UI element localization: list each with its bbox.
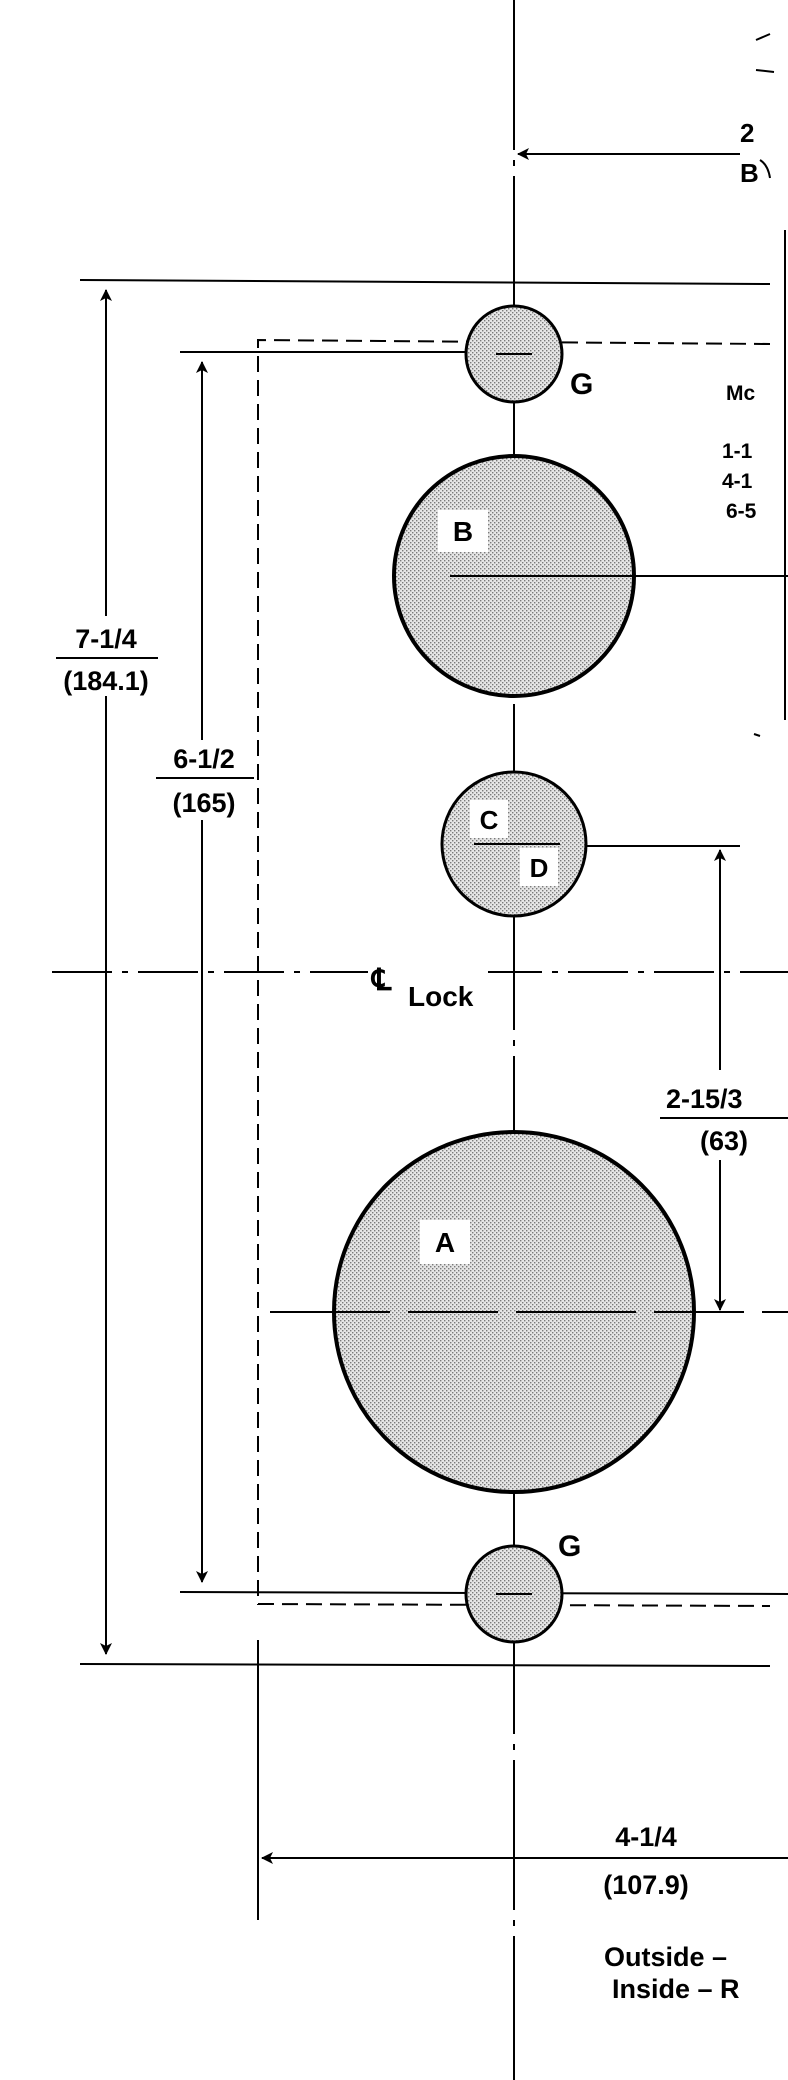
centerline-label: Lock: [408, 981, 474, 1012]
center-offset-metric: (63): [700, 1126, 748, 1156]
footer-inside: Inside – R: [612, 1974, 740, 2004]
inner-height-metric: (165): [172, 788, 235, 818]
c-hole-label: C: [480, 805, 499, 835]
overall-height-value: 7-1/4: [75, 624, 137, 654]
center-offset-value: 2-15/3: [666, 1084, 743, 1114]
a-hole-label: A: [435, 1227, 455, 1258]
overall-height-metric: (184.1): [63, 666, 149, 696]
bottom-g-label: G: [558, 1530, 581, 1563]
bottom-width-metric: (107.9): [603, 1870, 689, 1900]
footer-outside: Outside –: [604, 1942, 727, 1972]
top-g-label: G: [570, 368, 593, 401]
inner-height-value: 6-1/2: [173, 744, 235, 774]
note-line-1: 1-1: [722, 440, 753, 463]
centerline-symbol: ℄: [370, 964, 392, 997]
top-dimension-value: 2: [740, 118, 754, 148]
note-title: Mc: [726, 382, 755, 405]
bottom-width-value: 4-1/4: [615, 1822, 677, 1852]
top-dimension-sub: B: [740, 158, 759, 188]
overall-top-extension: [79, 279, 771, 285]
note-tick: [753, 733, 761, 737]
note-line-2: 4-1: [722, 470, 753, 493]
b-hole-label: B: [453, 516, 473, 547]
d-hole-label: D: [530, 853, 549, 883]
note-line-3: 6-5: [726, 500, 757, 523]
overall-bottom-extension: [79, 1663, 771, 1667]
corner-mark: [755, 33, 775, 179]
